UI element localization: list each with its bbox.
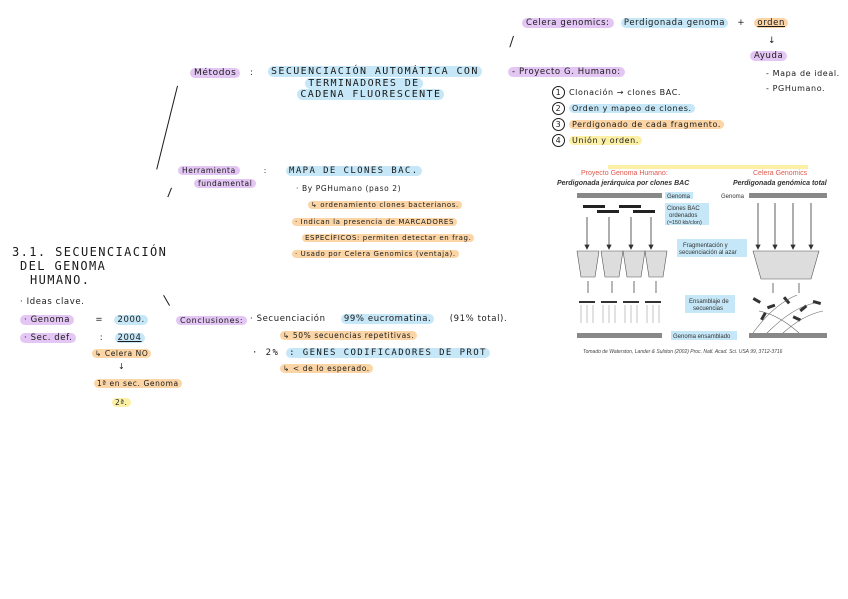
- conclusiones-l1: · Secuenciación 99% eucromatina. (91% to…: [250, 314, 508, 324]
- conclusiones-l3: · 2% : GENES CODIFICADORES DE PROT: [252, 348, 490, 358]
- mapa-clones: MAPA DE CLONES BAC.: [286, 166, 422, 176]
- herramienta-b2b: ESPECÍFICOS: permiten detectar en frag.: [302, 234, 475, 242]
- conclusiones-label: Conclusiones:: [176, 316, 248, 325]
- fig-gen-ens: Genoma ensamblado: [673, 334, 731, 340]
- fig-genome-label: Genoma: [667, 194, 691, 200]
- fig-sub-right: Perdigonada genómica total: [733, 180, 828, 187]
- fig-genome-bar-right: [749, 193, 827, 198]
- fig-title-right: Celera Genomics: [753, 170, 808, 177]
- conclusiones-l2: ↳ 50% secuencias repetitivas.: [280, 331, 418, 341]
- fig-frag-2: secuenciación al azar: [679, 250, 737, 256]
- fig-frag-1: Fragmentación y: [683, 243, 728, 249]
- title-line-3: HUMANO.: [30, 272, 91, 287]
- genome-figure: Proyecto Genoma Humano: Perdigonada jerá…: [553, 165, 831, 360]
- connector-line-celera: [508, 35, 514, 48]
- fig-ens-1: Ensamblaje de: [689, 299, 729, 305]
- conclusiones-l4: ↳ < de lo esperado.: [280, 364, 373, 374]
- genoma-row: · Genoma = 2000.: [20, 315, 148, 326]
- segunda: 2ª.: [112, 398, 131, 408]
- fig-genome-assembled-left: [577, 333, 662, 338]
- secdef-label: · Sec. def.: [20, 333, 77, 343]
- connector-line-top: [155, 85, 178, 170]
- secdef-value: 2004: [114, 333, 145, 343]
- herramienta-b2a: · Indican la presencia de MARCADORES: [292, 218, 457, 226]
- fig-clones-1: Clones BAC: [667, 206, 700, 212]
- celera-arrow: ↓: [768, 36, 777, 46]
- connector-line-mid: [166, 187, 172, 198]
- ideas-clave: · Ideas clave.: [20, 297, 85, 307]
- herramienta-b3: · Usado por Celera Genomics (ventaja).: [292, 250, 459, 258]
- fig-ens-2: secuencias: [693, 306, 723, 312]
- connector-line-bottom: [162, 295, 170, 307]
- fig-title-left: Proyecto Genoma Humano:: [581, 170, 668, 177]
- fig-genome-label-right: Genoma: [721, 194, 745, 200]
- title-line-1: 3.1. SECUENCIACIÓN: [12, 245, 168, 259]
- fig-clones-2: ordenados: [669, 213, 697, 219]
- metodos-label: Métodos :: [190, 68, 254, 78]
- celera-row: Celera genomics: Perdigonada genoma + or…: [522, 18, 788, 29]
- down-arrow: ↓: [118, 362, 126, 371]
- herramienta-label: Herramienta: fundamental: [178, 166, 267, 188]
- ayuda-item-1: - Mapa de ideal.: [766, 69, 840, 78]
- secdef-row: · Sec. def. : 2004: [20, 333, 145, 344]
- figure-svg: Proyecto Genoma Humano: Perdigonada jerá…: [557, 165, 828, 355]
- genoma-value: 2000.: [114, 315, 148, 325]
- ayuda-item-2: - PGHumano.: [766, 84, 826, 93]
- celera-no: ↳ Celera NO: [92, 349, 152, 359]
- title-line-2: DEL GENOMA: [20, 258, 107, 273]
- herramienta-b1-sub: ↳ ordenamiento clones bacterianos.: [308, 201, 462, 209]
- primera-sec: 1ª en sec. Genoma: [94, 379, 182, 389]
- herramienta-b1: · By PGHumano (paso 2): [296, 184, 402, 193]
- proyecto-label: - Proyecto G. Humano:: [508, 67, 625, 78]
- fig-genome-assembled-right: [749, 333, 827, 338]
- fig-genome-bar-left: [577, 193, 662, 198]
- fig-clones-3: (≈150 kb/clon): [667, 220, 702, 226]
- ayuda: Ayuda: [750, 51, 788, 62]
- fig-citation: Tomado de Waterston, Lander & Sulston (2…: [583, 349, 783, 355]
- section-title: 3.1. SECUENCIACIÓN DEL GENOMA HUMANO.: [12, 245, 168, 287]
- metodos-text: SECUENCIACIÓN AUTOMÁTICA CON TERMINADORE…: [268, 66, 482, 101]
- genoma-label: · Genoma: [20, 315, 75, 325]
- fig-sub-left: Perdigonada jerárquica por clones BAC: [557, 180, 690, 187]
